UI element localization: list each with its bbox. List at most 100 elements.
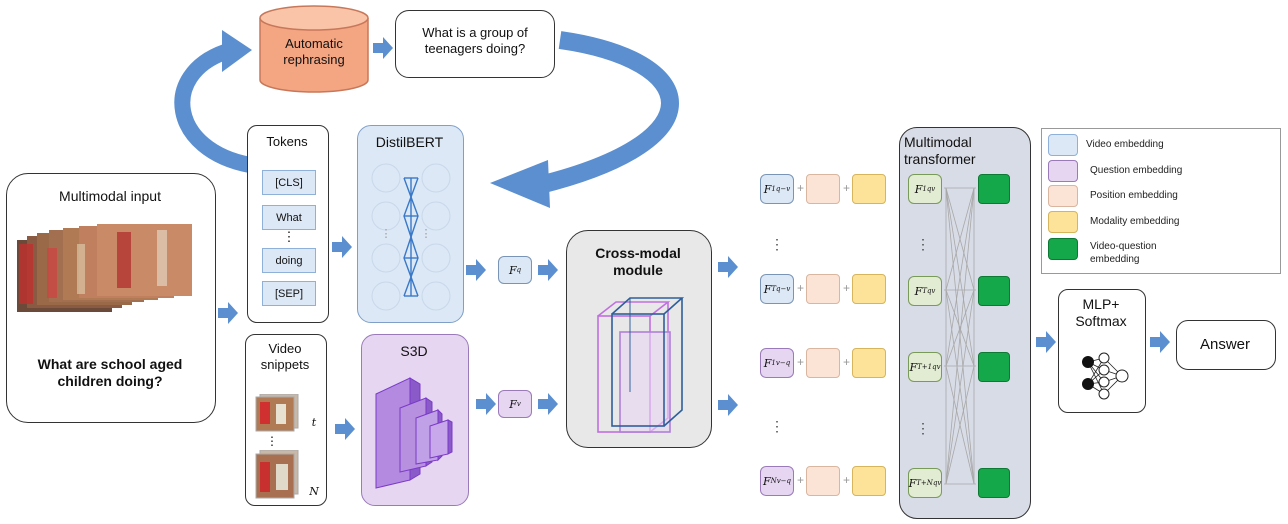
mlp-label: MLP+ Softmax <box>1075 296 1127 329</box>
tr-out-4-sup: qv <box>932 479 942 487</box>
plus-sign: + <box>797 473 805 487</box>
arrow-s3d-to-fv <box>476 393 496 415</box>
multimodal-input-question: What are school aged children doing? <box>37 356 183 389</box>
rephrasing-cylinder <box>259 5 369 93</box>
legend-box <box>1041 128 1281 274</box>
arrow-fv-to-cm <box>538 393 558 415</box>
seq-qT-main: F <box>763 282 772 296</box>
token-doing: doing <box>262 248 316 273</box>
cross-modal-label: Cross-modal module <box>595 245 681 278</box>
arrow-bert-to-fq <box>466 259 486 281</box>
legend-swatch-vq <box>1048 238 1078 260</box>
feature-fq-sup: q <box>516 266 522 274</box>
distilbert-dots-right: ⋮ <box>420 228 432 240</box>
tr-out-3-sup: qv <box>932 363 941 371</box>
arrow-fq-to-cm <box>538 259 558 281</box>
position-emb-1 <box>806 174 840 204</box>
seq-q1-sup: q−v <box>775 185 791 193</box>
plus-sign: + <box>797 281 805 295</box>
tr-out-2-main: F <box>914 284 923 298</box>
seq-v1-sup: v−q <box>775 359 791 367</box>
plus-sign: + <box>843 473 851 487</box>
multimodal-input-title: Multimodal input <box>59 188 161 204</box>
legend-swatch-video <box>1048 134 1078 156</box>
plus-sign: + <box>797 181 805 195</box>
multimodal-input-box: Multimodal input What are school aged ch… <box>6 173 216 423</box>
feature-fv-sup: v <box>516 400 521 408</box>
token-what: What <box>262 205 316 230</box>
answer-box: Answer <box>1176 320 1276 370</box>
tr-out-3-sub: T+1 <box>917 363 933 371</box>
legend-label-modality: Modality embedding <box>1090 216 1180 227</box>
position-emb-3 <box>806 348 840 378</box>
seq-qT-sup: q−v <box>776 285 791 293</box>
arrow-snip-to-s3d <box>335 418 355 440</box>
arrow-input-to-tokens <box>218 302 238 324</box>
feature-fq-main: F <box>508 263 517 277</box>
tr-out-1-sub: 1 <box>922 185 927 193</box>
seq-q1-sub: 1 <box>771 185 776 193</box>
seq-v1-main: F <box>763 356 772 370</box>
transformer-connections <box>944 187 976 485</box>
seq-vN-main: F <box>762 474 771 488</box>
arrow-cm-to-seq-bottom <box>718 394 738 416</box>
video-snippets-title: Video snippets <box>260 341 310 372</box>
s3d-label: S3D <box>400 343 428 359</box>
plus-sign: + <box>843 355 851 369</box>
seq-vN-sup: v−q <box>776 477 792 485</box>
video-frames-stack <box>17 224 192 312</box>
arrow-cm-to-seq-top <box>718 256 738 278</box>
loop-arrow-down <box>537 31 679 194</box>
token-sep: [SEP] <box>262 281 316 306</box>
distilbert-dots-left: ⋮ <box>380 228 392 240</box>
plus-sign: + <box>797 355 805 369</box>
seq-qT-sub: T <box>771 285 776 293</box>
legend-swatch-modality <box>1048 211 1078 233</box>
cross-modal-cubes <box>597 297 685 433</box>
rephrasing-label: Automatic rephrasing <box>283 36 345 67</box>
tr-out-2-sub: T <box>922 287 927 295</box>
plus-sign: + <box>843 181 851 195</box>
snippet-thumb-n <box>255 450 299 499</box>
vq-emb-4 <box>978 468 1010 498</box>
answer-label: Answer <box>1199 336 1251 353</box>
tr-out-2-sup: qv <box>926 287 936 295</box>
transformer-title: Multimodal transformer <box>904 134 976 167</box>
legend-label-question: Question embedding <box>1090 165 1183 176</box>
arrow-mlp-to-answer <box>1150 331 1170 353</box>
tr-out-4-sub: T+N <box>916 479 933 487</box>
tokens-title: Tokens <box>266 134 308 149</box>
tr-out-1-main: F <box>914 182 923 196</box>
token-cls: [CLS] <box>262 170 316 195</box>
token-dots: ⋮ <box>282 229 296 244</box>
modality-emb-1 <box>852 174 886 204</box>
feature-fv-main: F <box>509 397 517 411</box>
legend-label-video: Video embedding <box>1086 139 1164 150</box>
s3d-blocks <box>375 377 453 489</box>
rephrased-question-text: What is a group of teenagers doing? <box>422 25 528 56</box>
snippet-label-n: N <box>309 485 319 498</box>
legend-swatch-position <box>1048 185 1078 207</box>
vq-emb-2 <box>978 276 1010 306</box>
modality-emb-2 <box>852 274 886 304</box>
seq-vN-sub: N <box>770 477 777 485</box>
tr-out-4-main: F <box>908 476 917 490</box>
loop-arrow-up-head <box>222 30 252 72</box>
legend-label-vq: Video-question embedding <box>1090 241 1157 265</box>
arrow-tr-to-mlp <box>1036 331 1056 353</box>
modality-emb-3 <box>852 348 886 378</box>
loop-arrow-down-head <box>490 160 550 208</box>
position-emb-2 <box>806 274 840 304</box>
snippet-dots: ⋮ <box>266 434 278 448</box>
distilbert-label: DistilBERT <box>375 134 444 150</box>
tr-out-1-sup: qv <box>926 185 936 193</box>
vq-emb-3 <box>978 352 1010 382</box>
vq-emb-1 <box>978 174 1010 204</box>
